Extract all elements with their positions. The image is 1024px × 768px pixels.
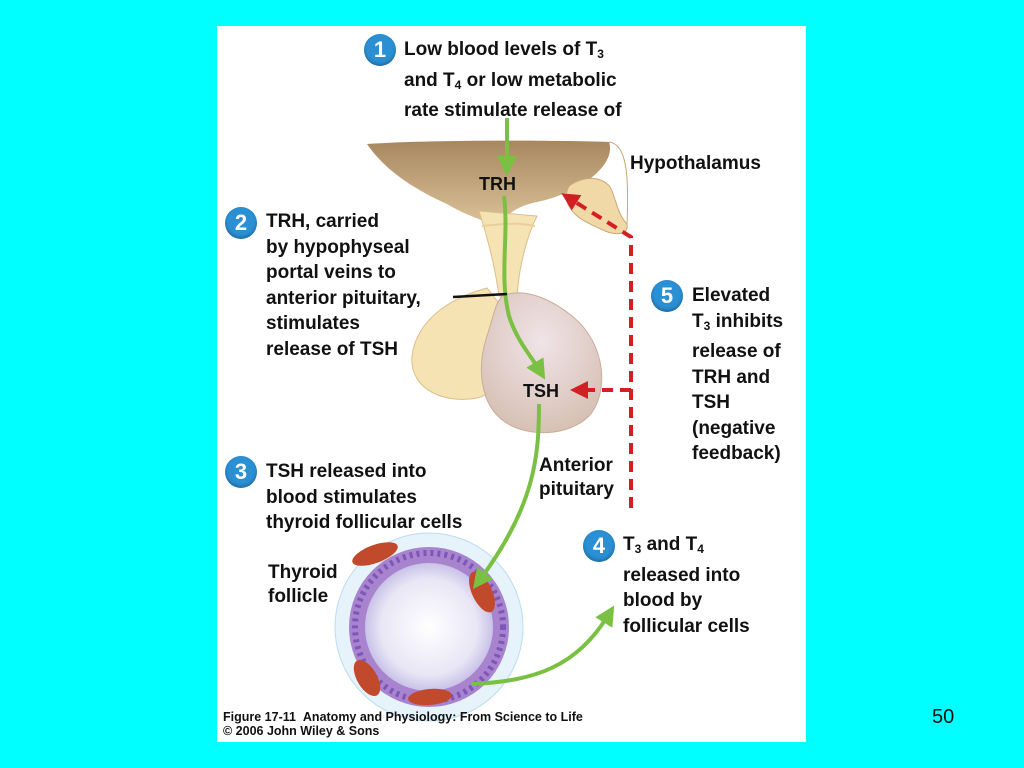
- arrow-follicle-to-blood: [471, 605, 615, 686]
- step-1-line1: Low blood levels of T3: [404, 39, 604, 61]
- step-3-badge: 3: [225, 456, 257, 488]
- step-5-badge: 5: [651, 280, 683, 312]
- hypothalamus-shape: [367, 140, 611, 226]
- step-5-line2: T3 inhibits: [692, 310, 784, 333]
- anterior-pituitary-shape: [480, 292, 603, 434]
- step-1-text: Low blood levels of T3 and T4 or low met…: [404, 37, 622, 124]
- step-1-badge: 1: [364, 34, 396, 66]
- step-3-text: TSH released into blood stimulates thyro…: [266, 461, 463, 533]
- figure-caption: Figure 17-11 Anatomy and Physiology: Fro…: [223, 710, 583, 738]
- arrow-tsh-to-follicle: [473, 403, 541, 590]
- anterior-pituitary-label: Anterior pituitary: [539, 454, 614, 502]
- step-2-badge: 2: [225, 207, 257, 239]
- trh-label: TRH: [479, 174, 516, 194]
- step-1-line2: and T4 or low metabolic: [404, 69, 617, 92]
- step-4-badge: 4: [583, 530, 615, 562]
- leader-line-step2: [452, 292, 508, 299]
- step-5-text: Elevated T3 inhibits release of TRH and …: [692, 285, 784, 464]
- anterior-pituitary-label-line2: pituitary: [539, 479, 614, 500]
- hypothalamus-lobe: [565, 178, 628, 235]
- feedback-line-main: [561, 193, 633, 508]
- figure-panel: TRH TSH Hypothalamus Anterior pituitary …: [217, 26, 806, 742]
- arrow-trh-to-tsh: [502, 195, 546, 380]
- thyroid-follicle-label-line2: follicle: [268, 586, 329, 607]
- thyroid-follicle-label-line1: Thyroid: [268, 562, 338, 583]
- caption-line2: © 2006 John Wiley & Sons: [223, 724, 380, 738]
- step-4-line1: T3 and T4: [623, 534, 704, 556]
- hypothalamus-label: Hypothalamus: [630, 153, 761, 174]
- diagram-illustration: [334, 118, 633, 722]
- step-1-line3: rate stimulate release of: [404, 100, 622, 121]
- slide-number: 50: [932, 706, 955, 728]
- step-2-text: TRH, carried by hypophyseal portal veins…: [266, 211, 421, 360]
- tsh-label: TSH: [523, 381, 559, 401]
- caption-line1: Figure 17-11 Anatomy and Physiology: Fro…: [223, 710, 583, 724]
- thyroid-follicle-label: Thyroid follicle: [268, 561, 338, 609]
- anterior-pituitary-label-line1: Anterior: [539, 455, 613, 476]
- step-4-text: T3 and T4 released into blood by follicu…: [623, 534, 750, 637]
